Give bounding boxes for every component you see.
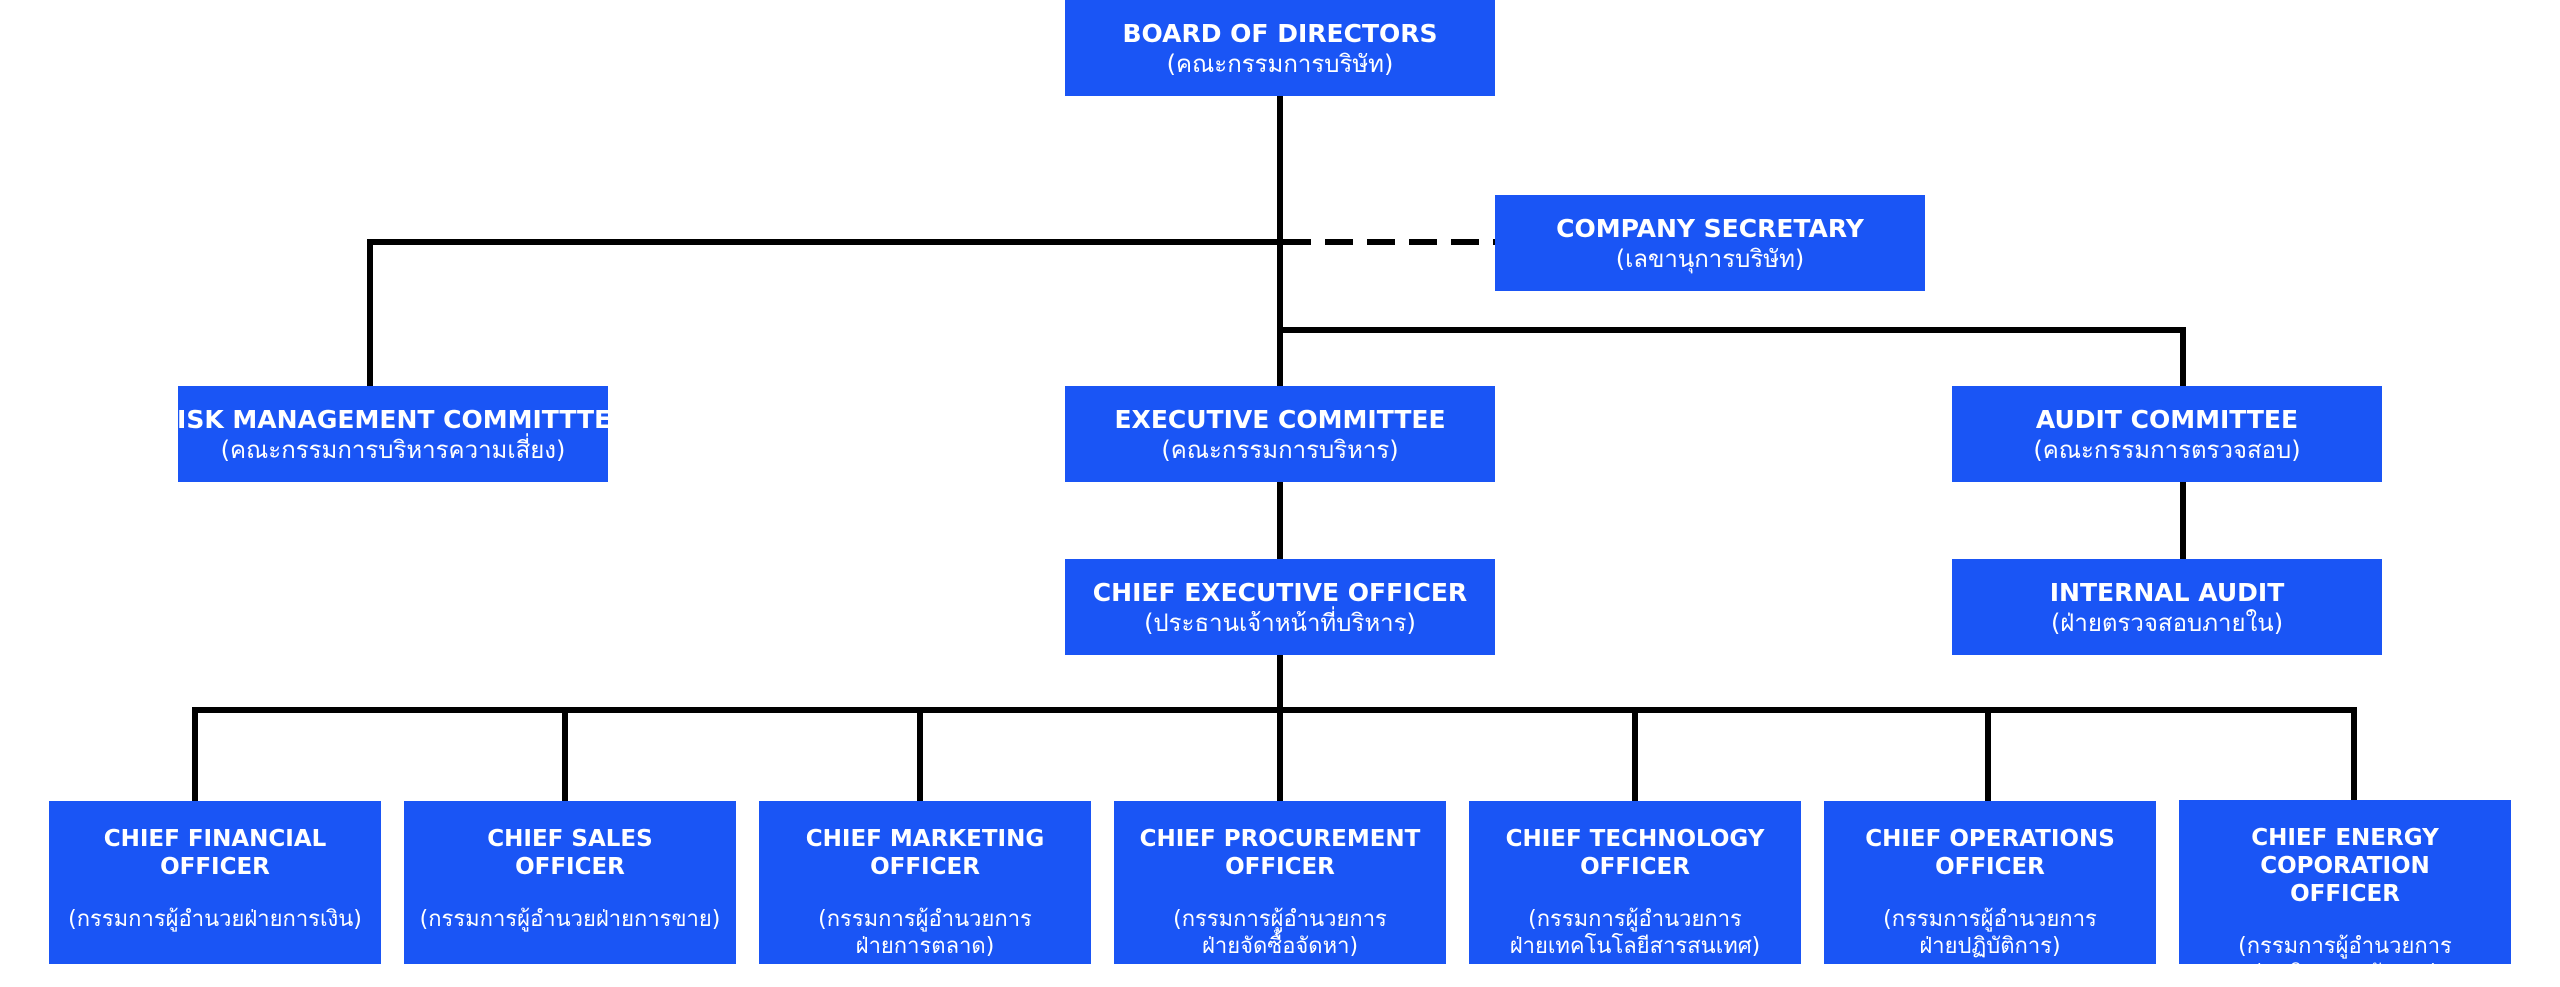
officer-title: CHIEF TECHNOLOGY OFFICER <box>1505 826 1765 880</box>
officer-box-ceco: CHIEF ENERGY COPORATION OFFICER (กรรมการ… <box>2179 800 2511 986</box>
officer-title: CHIEF MARKETING OFFICER <box>805 826 1045 880</box>
executive-title: EXECUTIVE COMMITTEE <box>1114 404 1446 434</box>
connector-lines <box>192 96 2357 801</box>
officer-subtitle: (กรรมการผู้อำนวยการ ฝ่ายปฏิบัติการ) <box>1883 907 2097 959</box>
officer-title: CHIEF OPERATIONS OFFICER <box>1865 826 2115 880</box>
ceo-subtitle: (ประธานเจ้าหน้าที่บริหาร) <box>1144 608 1416 637</box>
officer-box-cto: CHIEF TECHNOLOGY OFFICER (กรรมการผู้อำนว… <box>1469 801 1801 964</box>
officer-title: CHIEF FINANCIAL OFFICER <box>103 826 327 880</box>
risk-subtitle: (คณะกรรมการบริหารความเสี่ยง) <box>220 435 566 464</box>
officer-title: CHIEF SALES OFFICER <box>487 826 653 880</box>
officer-subtitle: (กรรมการผู้อำนวยการ ฝ่ายจัดซื้อจัดหา) <box>1173 907 1387 959</box>
internal-audit-box: INTERNAL AUDIT (ฝ่ายตรวจสอบภายใน) <box>1952 559 2382 655</box>
ceo-title: CHIEF EXECUTIVE OFFICER <box>1092 577 1468 607</box>
internal-audit-title: INTERNAL AUDIT <box>2049 577 2285 607</box>
officer-subtitle: (กรรมการผู้อำนวยการ ฝ่ายกิจการพลังงาน) <box>2238 934 2452 986</box>
officer-subtitle: (กรรมการผู้อำนวยฝ่ายการเงิน) <box>68 907 362 932</box>
risk-committee-box: RISK MANAGEMENT COMMITTTEE (คณะกรรมการบร… <box>158 386 628 482</box>
internal-audit-subtitle: (ฝ่ายตรวจสอบภายใน) <box>2050 608 2284 637</box>
audit-title: AUDIT COMMITTEE <box>2035 404 2299 434</box>
officer-box-coo: CHIEF OPERATIONS OFFICER (กรรมการผู้อำนว… <box>1824 801 2156 964</box>
officer-title: CHIEF ENERGY COPORATION OFFICER <box>2251 825 2439 907</box>
officer-box-cpo: CHIEF PROCUREMENT OFFICER (กรรมการผู้อำน… <box>1114 801 1446 964</box>
board-of-directors-box: BOARD OF DIRECTORS (คณะกรรมการบริษัท) <box>1065 0 1495 96</box>
org-chart: BOARD OF DIRECTORS (คณะกรรมการบริษัท) CO… <box>49 0 2511 986</box>
executive-subtitle: (คณะกรรมการบริหาร) <box>1161 435 1399 464</box>
audit-subtitle: (คณะกรรมการตรวจสอบ) <box>2033 435 2301 464</box>
board-title: BOARD OF DIRECTORS <box>1122 18 1438 48</box>
officer-box-cmo: CHIEF MARKETING OFFICER (กรรมการผู้อำนวย… <box>759 801 1091 964</box>
company-secretary-box: COMPANY SECRETARY (เลขานุการบริษัท) <box>1495 195 1925 291</box>
ceo-box: CHIEF EXECUTIVE OFFICER (ประธานเจ้าหน้าท… <box>1065 559 1495 655</box>
officer-subtitle: (กรรมการผู้อำนวยฝ่ายการขาย) <box>419 907 721 932</box>
audit-committee-box: AUDIT COMMITTEE (คณะกรรมการตรวจสอบ) <box>1952 386 2382 482</box>
officer-subtitle: (กรรมการผู้อำนวยการ ฝ่ายเทคโนโลยีสารสนเท… <box>1509 907 1761 959</box>
officer-box-cso: CHIEF SALES OFFICER (กรรมการผู้อำนวยฝ่าย… <box>404 801 736 964</box>
executive-committee-box: EXECUTIVE COMMITTEE (คณะกรรมการบริหาร) <box>1065 386 1495 482</box>
board-subtitle: (คณะกรรมการบริษัท) <box>1166 49 1394 78</box>
risk-title: RISK MANAGEMENT COMMITTTEE <box>157 404 629 434</box>
officer-subtitle: (กรรมการผู้อำนวยการ ฝ่ายการตลาด) <box>818 907 1032 959</box>
secretary-subtitle: (เลขานุการบริษัท) <box>1615 244 1805 273</box>
secretary-title: COMPANY SECRETARY <box>1556 213 1864 243</box>
officer-title: CHIEF PROCUREMENT OFFICER <box>1139 826 1421 880</box>
officer-box-cfo: CHIEF FINANCIAL OFFICER (กรรมการผู้อำนวย… <box>49 801 381 964</box>
